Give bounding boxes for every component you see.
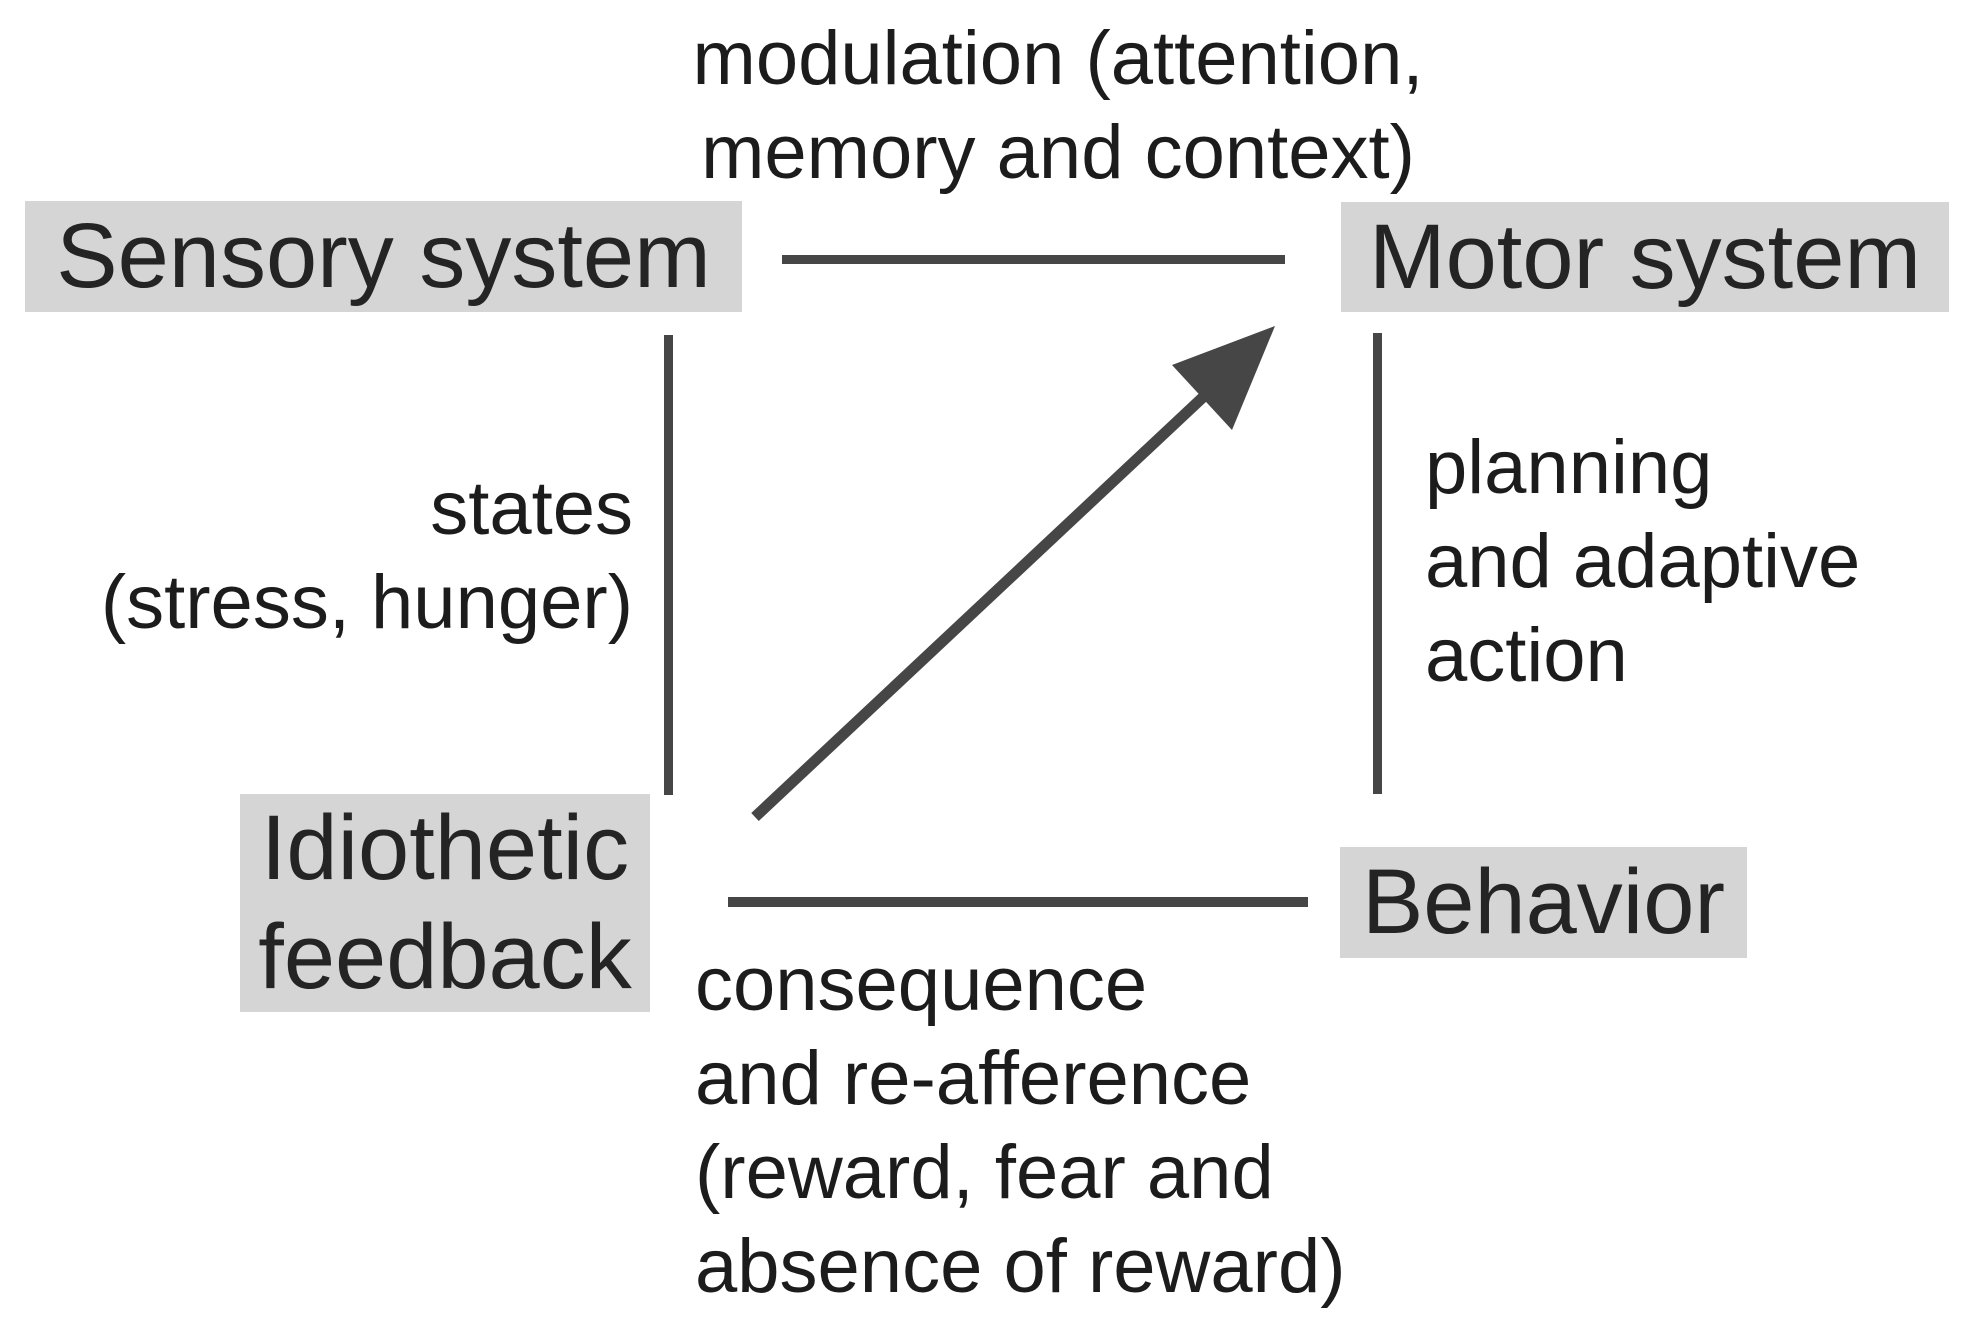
label-planning-line3: action bbox=[1425, 613, 1628, 698]
label-states: states (stress, hunger) bbox=[101, 462, 633, 650]
label-planning-line2: and adaptive bbox=[1425, 519, 1861, 604]
label-modulation-line2: memory and context) bbox=[701, 110, 1415, 195]
label-consequence-line2: and re-afference bbox=[695, 1036, 1252, 1121]
label-consequence-line1: consequence bbox=[695, 942, 1148, 1027]
label-states-line2: (stress, hunger) bbox=[100, 560, 633, 645]
label-modulation-line1: modulation (attention, bbox=[692, 16, 1424, 101]
edge-idiothetic-behavior bbox=[728, 897, 1308, 907]
node-motor-system: Motor system bbox=[1341, 202, 1949, 312]
label-consequence-line3: (reward, fear and bbox=[695, 1130, 1274, 1215]
node-sensory-system-label: Sensory system bbox=[56, 205, 711, 307]
label-consequence-line4: absence of reward) bbox=[695, 1224, 1346, 1309]
arrowhead-icon bbox=[1172, 326, 1275, 430]
node-motor-system-label: Motor system bbox=[1368, 205, 1922, 308]
label-states-line1: states bbox=[430, 466, 633, 551]
label-consequence: consequence and re-afference (reward, fe… bbox=[695, 938, 1346, 1314]
edge-sensory-idiothetic bbox=[664, 335, 673, 795]
node-idiothetic-feedback: Idiothetic feedback bbox=[240, 794, 650, 1012]
edge-motor-behavior bbox=[1373, 333, 1382, 794]
node-behavior-label: Behavior bbox=[1361, 851, 1726, 953]
node-behavior: Behavior bbox=[1340, 847, 1747, 958]
node-idiothetic-feedback-label-line2: feedback bbox=[258, 906, 632, 1008]
label-planning-line1: planning bbox=[1425, 425, 1713, 510]
label-modulation: modulation (attention, memory and contex… bbox=[558, 12, 1558, 200]
label-planning: planning and adaptive action bbox=[1425, 421, 1860, 703]
node-idiothetic-feedback-label-line1: Idiothetic bbox=[260, 797, 630, 899]
edge-sensory-motor bbox=[782, 255, 1285, 264]
node-sensory-system: Sensory system bbox=[25, 201, 742, 312]
arrow-shaft bbox=[751, 380, 1220, 822]
